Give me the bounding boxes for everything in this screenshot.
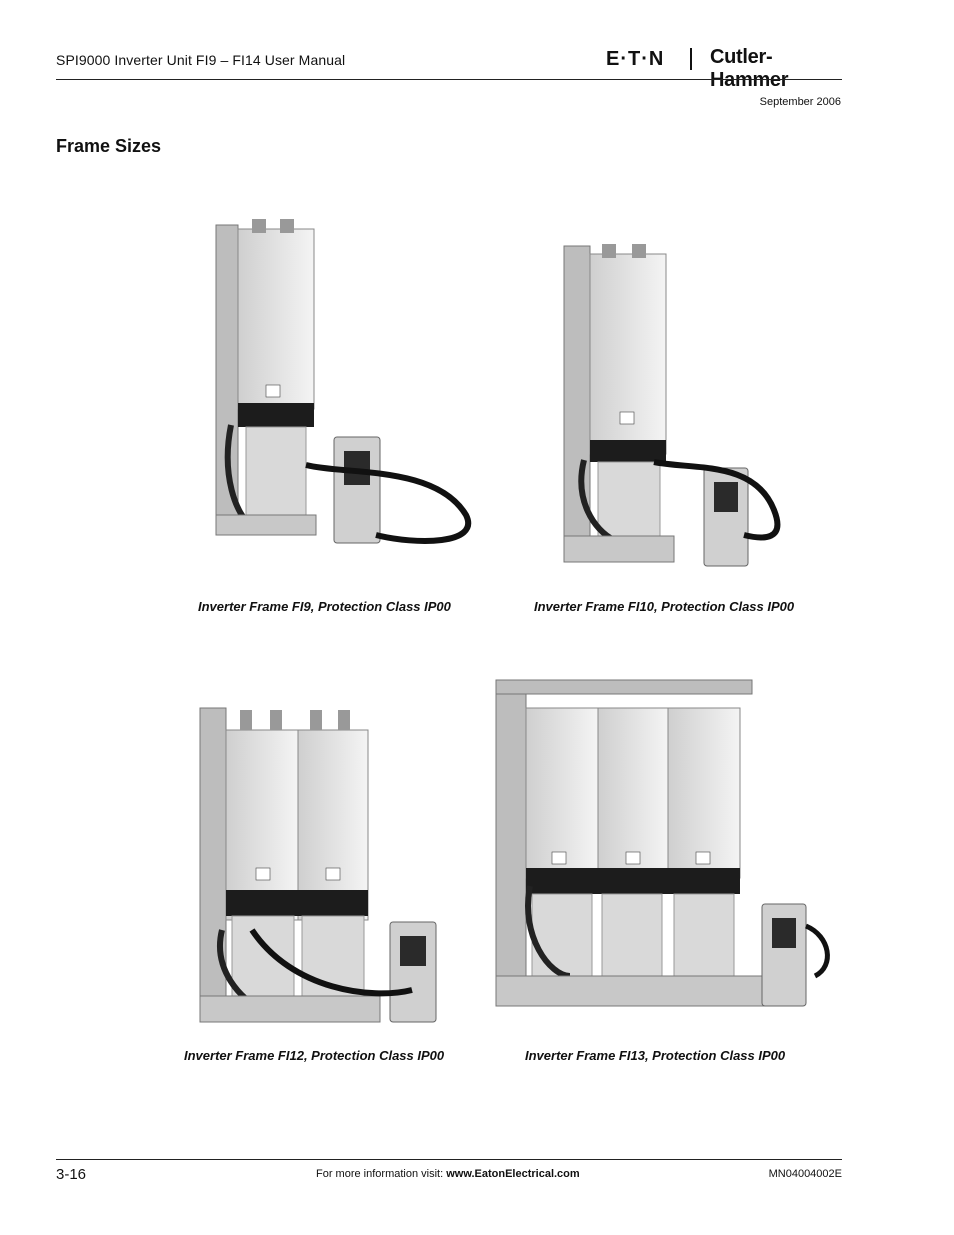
eaton-logo: E·T·N: [606, 48, 665, 70]
footer-info: For more information visit: www.EatonEle…: [316, 1168, 580, 1180]
figure-caption-fi12: Inverter Frame FI12, Protection Class IP…: [184, 1048, 445, 1063]
inverter-fi13-image: [495, 679, 830, 1007]
eaton-cutler-hammer-logo: E·T·N Cutler-Hammer: [606, 46, 846, 91]
cutler-hammer-logo: Cutler-Hammer: [710, 46, 789, 91]
manual-title: SPI9000 Inverter Unit FI9 – FI14 User Ma…: [56, 52, 346, 68]
figure-caption-fi13: Inverter Frame FI13, Protection Class IP…: [525, 1048, 786, 1063]
inverter-fi12-image: [199, 707, 437, 1023]
figure-caption-fi10: Inverter Frame FI10, Protection Class IP…: [534, 599, 795, 614]
figure-caption-fi9: Inverter Frame FI9, Protection Class IP0…: [198, 599, 451, 614]
inverter-fi9-image: [215, 219, 472, 544]
page-number: 3-16: [56, 1166, 87, 1183]
footer-rule: [56, 1159, 842, 1160]
section-title: Frame Sizes: [56, 136, 162, 156]
header-rule: [56, 79, 842, 80]
document-number: MN04004002E: [768, 1168, 842, 1180]
footer-info-prefix: For more information visit:: [316, 1168, 447, 1180]
publication-date: September 2006: [759, 96, 841, 108]
logo-divider: [690, 48, 692, 70]
footer-url-link[interactable]: www.EatonElectrical.com: [446, 1168, 580, 1180]
inverter-fi10-image: [563, 244, 781, 567]
